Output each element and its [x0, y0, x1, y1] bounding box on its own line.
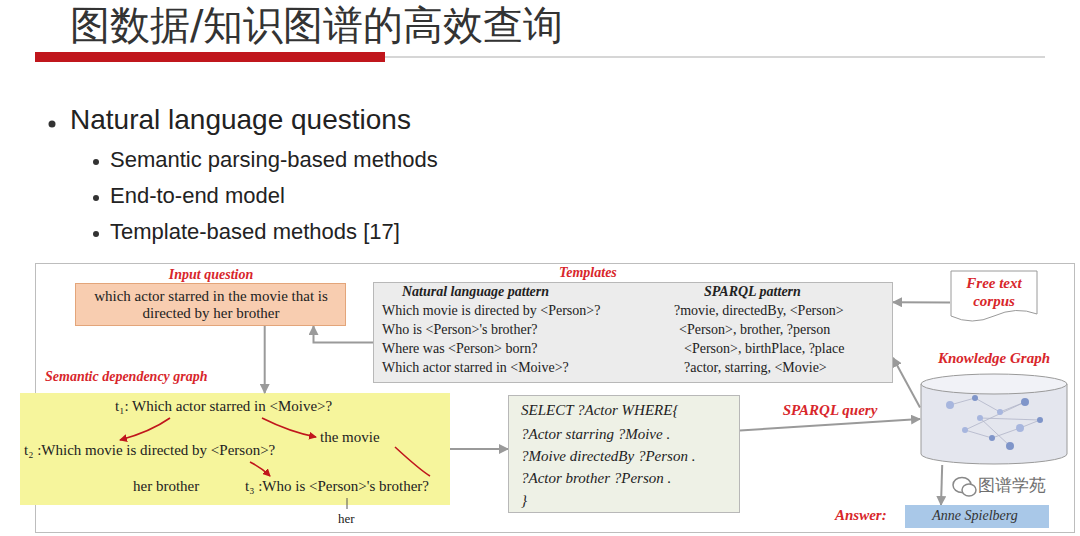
- connector-arrow: [740, 419, 920, 430]
- template-text: t₁: Which actor starred in <Moive>?: [115, 398, 332, 415]
- bullet-text: Template-based methods [17]: [110, 219, 400, 245]
- box-heading: Templates: [559, 265, 617, 281]
- slide-title: 图数据/知识图谱的高效查询: [70, 0, 563, 50]
- template-pattern: Who is <Person>'s brother?: [382, 322, 538, 338]
- bullet-text: Natural language questions: [70, 104, 411, 136]
- phrase-text: the movie: [320, 429, 380, 446]
- answer-heading: Answer:: [835, 507, 887, 524]
- connector-arrow: [264, 326, 266, 393]
- knowledge-graph: Knowledge Graph: [920, 350, 1068, 465]
- sparql-pattern: <Person>, brother, ?person: [679, 322, 830, 338]
- diagram-frame: [36, 264, 1075, 533]
- template-text: t₃ :Who is <Person>'s brother?: [245, 478, 429, 495]
- bullet: [49, 121, 56, 128]
- cylinder-outline: [920, 350, 1068, 465]
- query-line: ?Actor brother ?Person .: [521, 470, 671, 487]
- template-text: t₂ :Which movie is directed by <Person>?: [24, 442, 275, 459]
- answer-text: Anne Spielberg: [905, 508, 1045, 524]
- title-rule: [385, 56, 1045, 58]
- wechat-icon: [953, 478, 976, 497]
- phrase-text: her: [338, 511, 355, 527]
- edge-label: SPARQL query: [781, 402, 880, 419]
- template-box: TemplatesNatural language patternSPARQL …: [373, 282, 893, 383]
- bullet: [93, 159, 99, 165]
- template-pattern: Where was <Person> born?: [382, 341, 537, 357]
- connector-arrow: [893, 301, 950, 303]
- dependency-graph-box: Semantic dependency grapht₁: Which actor…: [20, 393, 450, 505]
- template-pattern: Which movie is directed by <Person>?: [382, 303, 600, 319]
- sparql-pattern: ?actor, starring, <Movie>: [684, 360, 827, 376]
- kg-label: Knowledge Graph: [938, 350, 1050, 367]
- phrase-text: her brother: [133, 478, 199, 495]
- answer-box: Anne Spielberg: [905, 505, 1049, 528]
- corpus-label: Free text corpus: [954, 274, 1034, 310]
- query-line: ?Moive directedBy ?Person .: [521, 448, 695, 465]
- connector-arrow: [314, 326, 374, 343]
- column-heading: SPARQL pattern: [704, 284, 801, 300]
- connector-arrow: [450, 448, 508, 450]
- bullet: [93, 231, 99, 237]
- box-heading: Semantic dependency graph: [45, 369, 208, 385]
- leader-line: [347, 498, 348, 509]
- sparql-box: SELECT ?Actor WHERE{ ?Actor starring ?Moi…: [508, 395, 740, 513]
- query-line: }: [521, 492, 527, 509]
- connector-arrow: [941, 465, 942, 505]
- query-line: ?Actor starring ?Moive .: [521, 426, 670, 443]
- query-line: SELECT ?Actor WHERE{: [521, 402, 678, 419]
- column-heading: Natural language pattern: [402, 284, 549, 300]
- title-underline: [35, 52, 385, 62]
- input-box: Input questionwhich actor starred in the…: [75, 283, 346, 326]
- corpus-document: Free text corpus: [950, 270, 1038, 324]
- bullet-text: Semantic parsing-based methods: [110, 147, 438, 173]
- bullet-text: End-to-end model: [110, 183, 285, 209]
- sparql-pattern: <Person>, birthPlace, ?place: [684, 341, 844, 357]
- bullet: [93, 195, 99, 201]
- sparql-pattern: ?movie, directedBy, <Person>: [674, 303, 844, 319]
- question-text: which actor starred in the movie that is…: [80, 288, 342, 322]
- connector-arrow: [893, 358, 920, 408]
- box-heading: Input question: [169, 267, 253, 283]
- template-pattern: Which actor starred in <Moive>?: [382, 360, 569, 376]
- semantic-ground: [20, 393, 450, 505]
- watermark: 图谱学苑: [978, 474, 1046, 497]
